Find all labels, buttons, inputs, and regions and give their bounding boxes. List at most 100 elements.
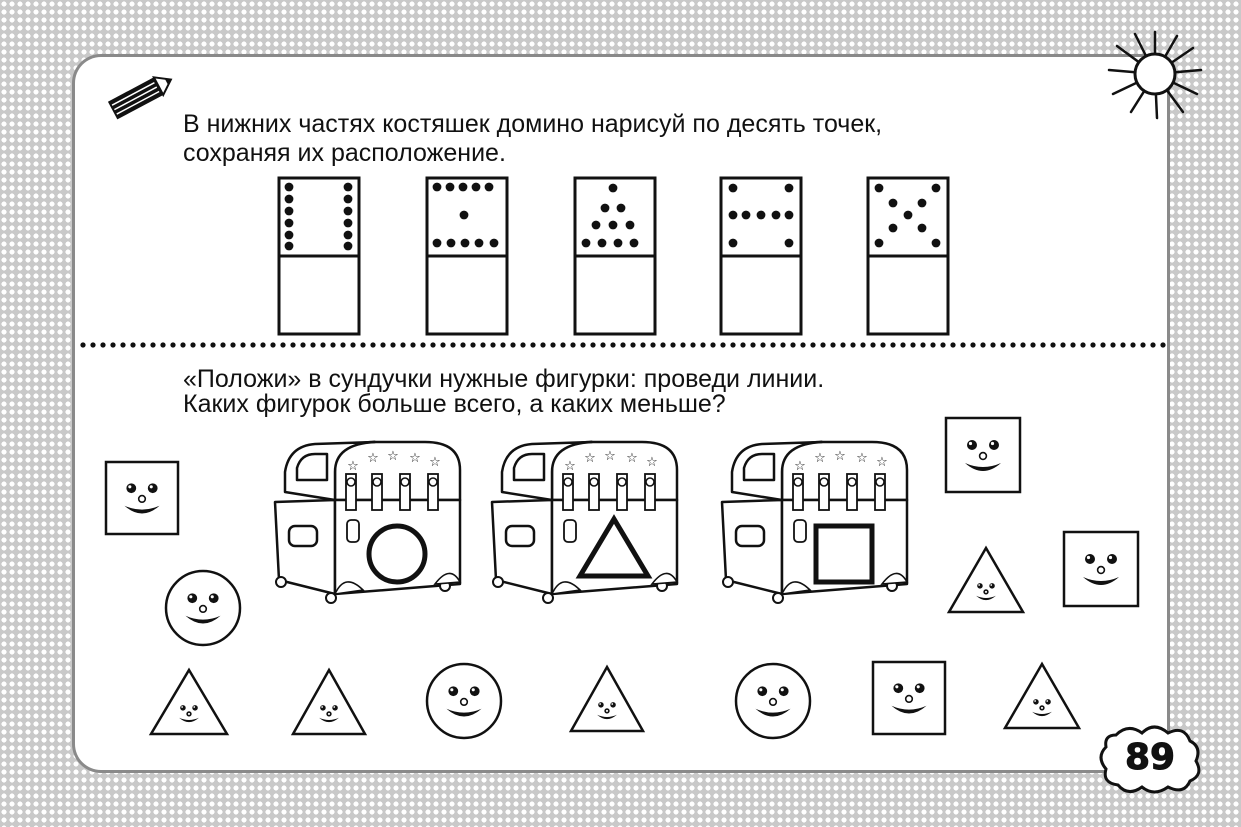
domino-2 bbox=[425, 176, 509, 336]
chest-star: ☆ bbox=[387, 449, 399, 464]
triangle-figure-2 bbox=[148, 667, 230, 736]
domino-dot bbox=[432, 238, 442, 248]
domino-dot bbox=[484, 182, 494, 192]
chest-handle bbox=[734, 524, 766, 548]
domino-dot bbox=[888, 223, 898, 233]
chest-strap bbox=[846, 473, 858, 511]
chest-foot bbox=[275, 576, 287, 588]
domino-dot bbox=[771, 210, 781, 220]
face-eye-glint bbox=[1034, 700, 1037, 702]
face-eye-glint bbox=[471, 688, 475, 692]
chest-ornament bbox=[550, 581, 582, 595]
chest-handle bbox=[287, 524, 319, 548]
face-eye-glint bbox=[189, 595, 193, 599]
face-eye-glint bbox=[128, 485, 132, 489]
domino-dot bbox=[931, 238, 941, 248]
chest-star: ☆ bbox=[856, 451, 868, 466]
circle-figure-3 bbox=[734, 662, 812, 740]
face-mouth bbox=[446, 708, 482, 717]
face-eye bbox=[180, 705, 186, 711]
chest-lid-window bbox=[295, 452, 329, 482]
chest-star: ☆ bbox=[347, 459, 359, 474]
face-eye bbox=[126, 483, 137, 494]
chest-strap bbox=[874, 473, 886, 511]
face-eye-glint bbox=[193, 706, 196, 708]
chest-strap bbox=[792, 473, 804, 511]
face-eye bbox=[469, 686, 480, 697]
domino-dot bbox=[343, 230, 353, 240]
face-eye-glint bbox=[210, 595, 214, 599]
face-eye-glint bbox=[450, 688, 454, 692]
face-eye-glint bbox=[759, 688, 763, 692]
chest-star: ☆ bbox=[409, 451, 421, 466]
chest-lid-window bbox=[512, 452, 546, 482]
triangle-figure-3 bbox=[290, 667, 368, 736]
chest-star: ☆ bbox=[626, 451, 638, 466]
domino-dot bbox=[600, 203, 610, 213]
domino-dot bbox=[343, 206, 353, 216]
chest-star: ☆ bbox=[429, 455, 441, 470]
chest-strap bbox=[616, 473, 628, 511]
chest-rivet bbox=[428, 477, 438, 487]
face-mouth bbox=[965, 463, 1001, 471]
face-mouth bbox=[319, 717, 339, 723]
triangle-outline bbox=[568, 664, 646, 733]
face-mouth bbox=[1083, 577, 1119, 585]
domino-dot bbox=[460, 238, 470, 248]
chest-star: ☆ bbox=[604, 449, 616, 464]
domino-dot bbox=[445, 182, 455, 192]
face-eye-glint bbox=[599, 703, 602, 705]
face-eye bbox=[208, 593, 219, 604]
pencil-icon bbox=[107, 76, 173, 120]
sun-icon bbox=[1107, 30, 1203, 120]
square-figure-4 bbox=[871, 660, 947, 736]
face-mouth bbox=[1032, 711, 1052, 717]
chest-ornament bbox=[650, 572, 679, 585]
domino-dot bbox=[728, 210, 738, 220]
chest-star: ☆ bbox=[814, 451, 826, 466]
face-eye-glint bbox=[333, 706, 336, 708]
face-eye bbox=[914, 683, 925, 694]
face-eye-glint bbox=[990, 584, 993, 586]
face-nose bbox=[137, 494, 147, 504]
face-eye bbox=[1107, 554, 1117, 564]
domino-dot bbox=[784, 238, 794, 248]
domino-dot bbox=[756, 210, 766, 220]
face-mouth bbox=[185, 615, 221, 624]
page-number: 89 bbox=[1124, 737, 1176, 779]
chest-strap bbox=[562, 473, 574, 511]
face-eye bbox=[989, 440, 999, 450]
face-eye-glint bbox=[1086, 555, 1091, 560]
domino-row bbox=[277, 176, 950, 336]
chest-rivet bbox=[875, 477, 885, 487]
domino-dot bbox=[874, 238, 884, 248]
face-eye-glint bbox=[978, 584, 981, 586]
chest-strap bbox=[588, 473, 600, 511]
domino-dot bbox=[591, 220, 601, 230]
face-nose bbox=[459, 697, 469, 707]
face-eye bbox=[610, 702, 616, 708]
domino-5 bbox=[866, 176, 950, 336]
domino-dot bbox=[432, 182, 442, 192]
face-eye-glint bbox=[149, 485, 153, 489]
domino-dot bbox=[784, 183, 794, 193]
domino-dot bbox=[608, 220, 618, 230]
task2-line1: «Положи» в сундучки нужные фигурки: пров… bbox=[183, 365, 825, 393]
face-mouth bbox=[976, 595, 996, 601]
task1-line2: сохраняя их расположение. bbox=[183, 139, 506, 167]
face-mouth bbox=[597, 714, 617, 720]
domino-dot bbox=[616, 203, 626, 213]
domino-dot bbox=[458, 182, 468, 192]
chest-foot bbox=[722, 576, 734, 588]
face-eye-glint bbox=[611, 703, 614, 705]
chest-lock bbox=[346, 519, 360, 543]
chest-ornament bbox=[880, 572, 909, 585]
face-eye-glint bbox=[780, 688, 784, 692]
chest-lid-window bbox=[742, 452, 776, 482]
domino-dot bbox=[597, 238, 607, 248]
domino-dot bbox=[343, 194, 353, 204]
square-figure-2 bbox=[944, 416, 1022, 494]
face-nose bbox=[604, 708, 610, 714]
domino-dot bbox=[284, 241, 294, 251]
chest-lock bbox=[793, 519, 807, 543]
